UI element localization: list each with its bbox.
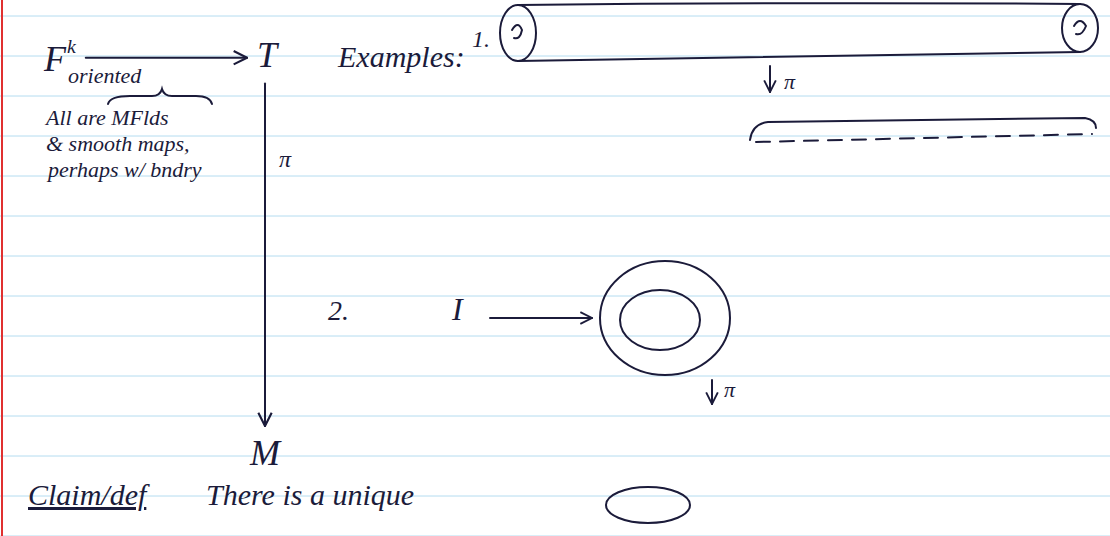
note-text: I xyxy=(450,292,465,327)
note-text: π xyxy=(722,378,737,402)
map-arrow xyxy=(490,317,592,319)
note-text: perhaps w/ bndry xyxy=(46,158,204,182)
note-text: Examples: xyxy=(336,40,467,73)
note-text: 1. xyxy=(470,26,492,52)
margin-line xyxy=(1,0,3,536)
symbol-text: F xyxy=(44,39,66,79)
symbol-text: T xyxy=(257,35,277,75)
cylinder-drawing xyxy=(500,3,1098,61)
note-text: All are MFlds xyxy=(44,106,171,130)
math-symbol: T xyxy=(253,34,281,78)
circle-drawing xyxy=(606,487,690,523)
note-text: π xyxy=(782,70,797,94)
torus-drawing xyxy=(600,261,730,375)
ruled-lines xyxy=(0,16,1110,536)
math-symbol: M xyxy=(246,432,284,476)
note-text: 2. xyxy=(326,296,351,327)
map-arrow xyxy=(264,84,266,426)
note-text: Claim/def xyxy=(26,478,148,511)
note-text: There is a unique xyxy=(204,478,416,511)
note-text: & smooth maps, xyxy=(44,132,192,156)
brace xyxy=(108,89,212,104)
superscript: k xyxy=(67,35,76,57)
note-text: oriented xyxy=(66,64,143,88)
segment-drawing xyxy=(750,118,1096,142)
projection-arrow xyxy=(769,66,771,92)
symbol-text: M xyxy=(250,433,280,473)
map-arrow xyxy=(86,57,247,59)
projection-arrow xyxy=(711,380,713,404)
map-name: π xyxy=(277,146,293,172)
